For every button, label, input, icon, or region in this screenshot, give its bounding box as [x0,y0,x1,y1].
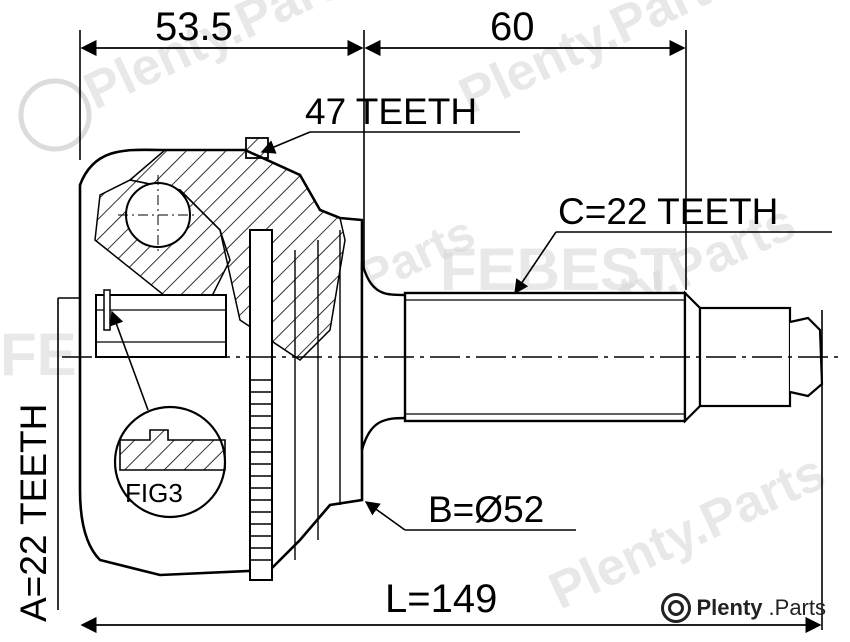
abs-ring [249,229,273,581]
dimension-60: 60 [490,5,535,49]
leader-arrow-47 [260,131,311,154]
label-a-22-teeth: A=22 TEETH [13,404,54,622]
fig3-detail-section [119,429,226,471]
leader-arrow-b [364,501,406,531]
fig3-label: FIG3 [125,478,183,508]
brand-name: Plenty [696,595,763,620]
outer-teeth-detail [245,137,269,159]
label-b-52: B=Ø52 [428,489,544,530]
label-c-22-teeth: C=22 TEETH [558,191,778,232]
label-47-teeth: 47 TEETH [305,91,477,132]
dimension-length: L=149 [385,577,497,621]
abs-ring-teeth [250,379,272,561]
dimension-53-5: 53.5 [155,5,233,49]
snap-ring [103,289,111,331]
plenty-parts-logo: Plenty.Parts [660,593,826,623]
leader-arrow-c [514,231,557,295]
fig3-leader [109,310,149,411]
inner-race [95,294,227,358]
brake-disc-icon [660,593,691,623]
watermark-disc-icon [18,78,92,152]
brand-suffix: .Parts [768,595,826,620]
